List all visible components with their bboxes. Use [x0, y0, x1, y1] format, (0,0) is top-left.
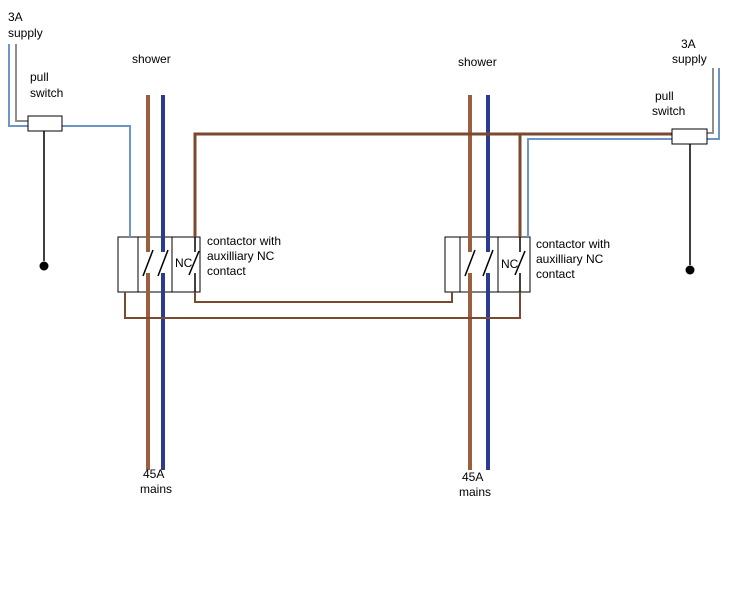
contactor-box-left [117, 236, 201, 293]
nc-label-left: NC [175, 256, 193, 270]
supply-wire-right-blue [707, 68, 720, 140]
supply-left-label-line1: 3A [8, 10, 23, 24]
shower-left-label: shower [132, 52, 171, 66]
shower-right-label: shower [458, 55, 497, 69]
pull-switch-box-left [27, 115, 63, 132]
pull-cord-knob-left [39, 261, 49, 271]
contactor-right-note-line2: auxilliary NC [536, 252, 604, 266]
contactor-left-note-line3: contact [207, 264, 246, 278]
supply-wire-left-blue [8, 44, 28, 127]
contact-blade-left-1 [142, 249, 154, 277]
supply-left-label-line2: supply [8, 26, 43, 40]
contactor-left-note-line1: contactor with [207, 234, 282, 248]
mains-right-label-line2: mains [459, 485, 492, 499]
supply-right-label-line1: 3A [681, 37, 696, 51]
pull-cord-knob-right [685, 265, 695, 275]
nc-contact-blade-left [188, 250, 200, 276]
contactor-right-note-line3: contact [536, 267, 575, 281]
contact-blade-left-2 [157, 249, 169, 277]
nc-label-right: NC [501, 257, 519, 271]
supply-wire-right-grey [707, 68, 714, 134]
contactor-right-note-line1: contactor with [536, 237, 611, 251]
pull-switch-right-label-line2: switch [652, 104, 686, 118]
contact-blade-right-1 [464, 249, 476, 277]
mains-right-label-line1: 45A [462, 470, 484, 484]
interlock-wire-upper [194, 292, 453, 303]
pull-switch-right-label-line1: pull [655, 89, 674, 103]
pull-switch-left-label-line2: switch [30, 86, 64, 100]
mains-left-label-line2: mains [140, 482, 173, 496]
pull-switch-left-label-line1: pull [30, 70, 49, 84]
nc-contact-blade-right [514, 250, 526, 276]
contactor-left-note-line2: auxilliary NC [207, 249, 275, 263]
mains-left-label-line1: 45A [143, 467, 165, 481]
contact-blade-right-2 [482, 249, 494, 277]
pull-switch-box-right [671, 128, 708, 145]
supply-right-label-line2: supply [672, 52, 707, 66]
supply-wire-left-grey [15, 44, 28, 122]
control-wire-right-switch-to-contactor [527, 138, 672, 237]
control-wire-left-switch-to-contactor [62, 125, 131, 237]
interlock-wire-lower [124, 292, 521, 319]
control-wire-brown-top-interconnect [193, 132, 672, 237]
